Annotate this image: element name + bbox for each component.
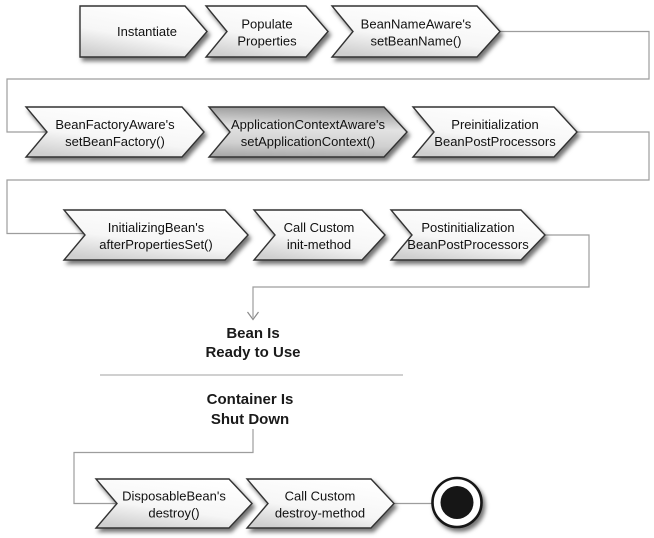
state-label-shutdown-line2: Shut Down	[211, 411, 289, 428]
connector-row2-to-row3	[6, 131, 650, 235]
step-shape-instantiate	[79, 5, 208, 58]
step-label-postinit-line1: Postinitialization	[421, 220, 514, 235]
state-label-ready-line2: Ready to Use	[205, 344, 300, 361]
connector-row3-to-ready	[252, 234, 590, 318]
row-init: InitializingBean's afterPropertiesSet() …	[62, 209, 546, 261]
step-label-custom-destroy-line2: destroy-method	[275, 506, 365, 521]
step-label-setapplicationcontext-line2: setApplicationContext()	[241, 134, 375, 149]
step-label-setbeanfactory-line2: setBeanFactory()	[65, 134, 165, 149]
final-state-icon	[431, 476, 483, 529]
step-label-populate-line2: Properties	[237, 34, 297, 49]
step-label-custom-destroy-line1: Call Custom	[285, 489, 356, 504]
step-label-postinit-line2: BeanPostProcessors	[407, 237, 529, 252]
step-label-setapplicationcontext-line1: ApplicationContextAware's	[231, 117, 385, 132]
step-label-destroy-line2: destroy()	[148, 506, 199, 521]
row-create: Instantiate Populate Properties BeanName…	[79, 5, 501, 58]
step-label-setbeanfactory-line1: BeanFactoryAware's	[55, 117, 175, 132]
step-label-destroy-line1: DisposableBean's	[122, 489, 226, 504]
step-label-setbeanname-line1: BeanNameAware's	[361, 17, 472, 32]
connector-row1-to-row2	[6, 30, 650, 133]
step-label-setbeanname-line2: setBeanName()	[370, 34, 461, 49]
step-shape-setapplicationcontext-highlighted	[207, 106, 408, 158]
step-label-custom-init-line1: Call Custom	[284, 220, 355, 235]
step-shape-afterpropertiesset	[62, 209, 249, 261]
step-label-instantiate: Instantiate	[117, 24, 177, 39]
step-label-preinit-line2: BeanPostProcessors	[434, 134, 556, 149]
step-label-custom-init-line2: init-method	[287, 237, 351, 252]
state-label-ready-line1: Bean Is	[226, 325, 279, 342]
step-shape-custom-init	[252, 209, 386, 261]
row-aware: BeanFactoryAware's setBeanFactory() Appl…	[24, 106, 578, 158]
step-shape-populate-properties	[204, 5, 329, 58]
step-shape-preinit-bpp	[411, 106, 578, 158]
step-shape-postinit-bpp	[389, 209, 546, 261]
step-label-afterpropertiesset-line2: afterPropertiesSet()	[99, 237, 212, 252]
step-shape-setbeanname	[330, 5, 501, 58]
state-label-shutdown-line1: Container Is	[207, 391, 294, 408]
step-label-populate-line1: Populate	[241, 17, 292, 32]
step-shape-setbeanfactory	[24, 106, 205, 158]
step-shape-custom-destroy	[245, 478, 395, 529]
arrowhead-icon	[247, 311, 259, 321]
connector-shutdown-to-row4	[73, 429, 254, 505]
step-label-preinit-line1: Preinitialization	[451, 117, 538, 132]
row-destroy: DisposableBean's destroy() Call Custom d…	[94, 478, 395, 529]
step-shape-destroy	[94, 478, 253, 529]
step-label-afterpropertiesset-line1: InitializingBean's	[108, 220, 205, 235]
